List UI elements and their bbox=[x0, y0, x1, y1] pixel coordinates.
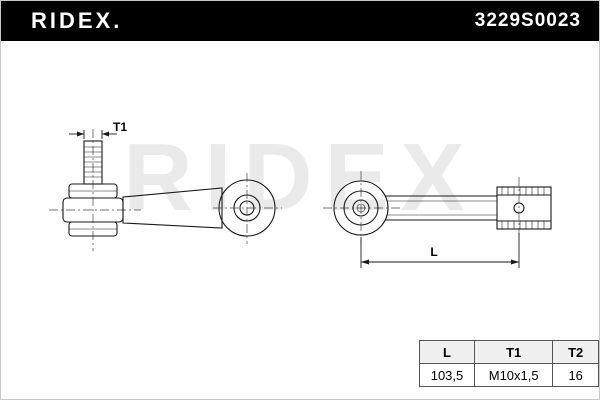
brand-logo: RIDEX. bbox=[31, 8, 123, 33]
spec-value-t1: M10x1,5 bbox=[473, 363, 554, 387]
spec-table-header-row: L T1 T2 bbox=[419, 340, 599, 364]
watermark-text: RIDEX bbox=[123, 124, 477, 231]
part-number: 3229S0023 bbox=[474, 10, 581, 31]
spec-header-t1: T1 bbox=[473, 340, 554, 364]
t1-dimension-label: T1 bbox=[113, 120, 127, 134]
spec-table-value-row: 103,5 M10x1,5 16 bbox=[419, 363, 599, 387]
top-view bbox=[323, 171, 552, 245]
spec-value-t2: 16 bbox=[552, 363, 599, 387]
side-view bbox=[49, 129, 282, 251]
spec-header-l: L bbox=[419, 340, 475, 364]
spec-value-l: 103,5 bbox=[419, 363, 475, 387]
brand-bar: RIDEX. 3229S0023 bbox=[1, 1, 599, 41]
l-dimension: L bbox=[360, 233, 520, 268]
spec-table: L T1 T2 103,5 M10x1,5 16 bbox=[419, 340, 599, 387]
spec-header-t2: T2 bbox=[552, 340, 599, 364]
t1-dimension: T1 bbox=[69, 120, 127, 139]
l-dimension-label: L bbox=[430, 245, 437, 259]
